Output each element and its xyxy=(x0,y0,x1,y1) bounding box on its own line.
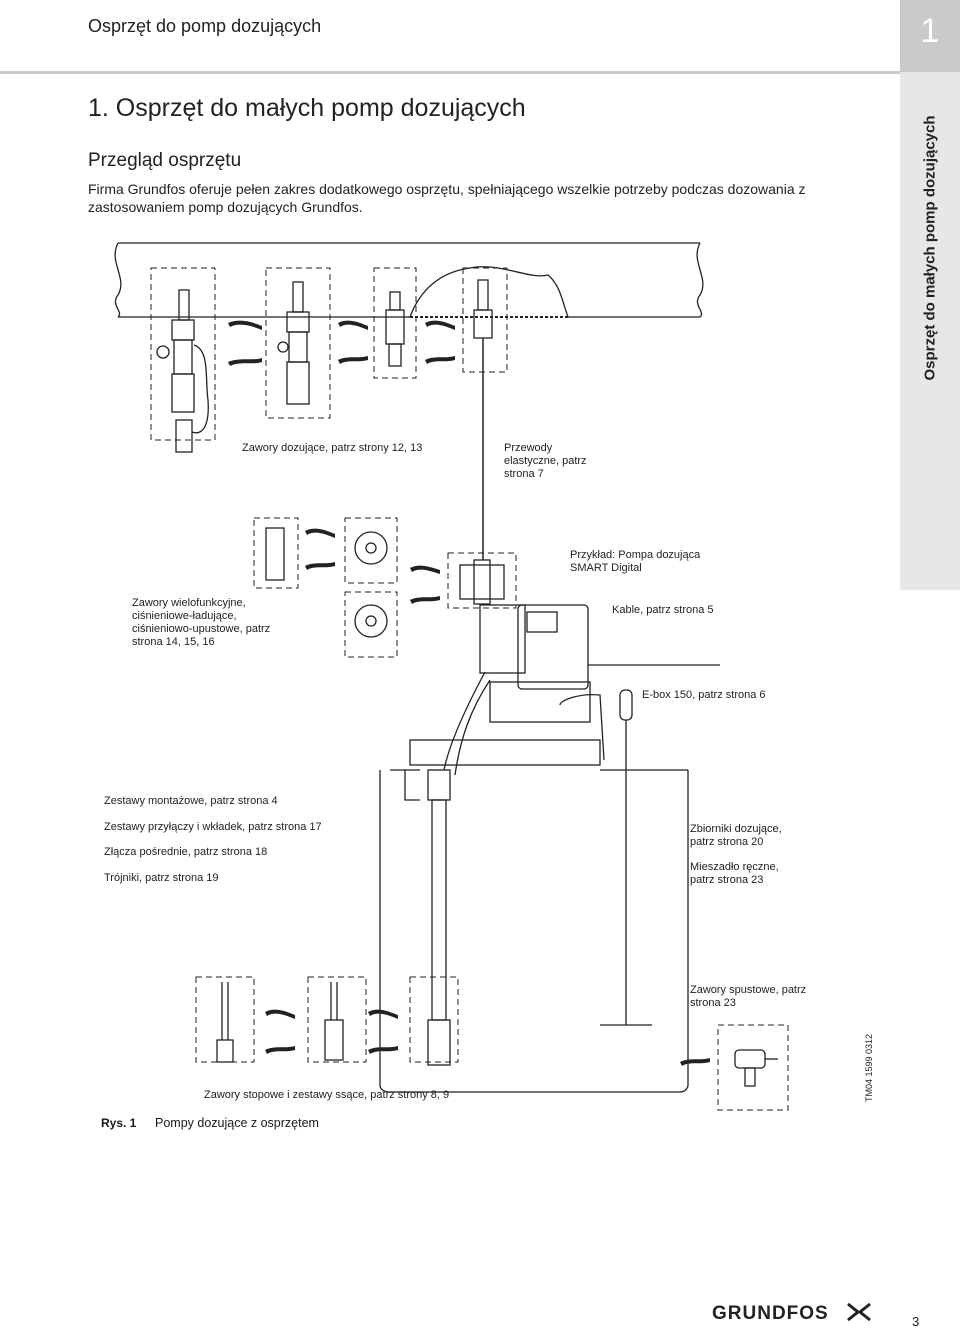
drain-valve xyxy=(734,1049,778,1087)
drawing-code: TM04 1599 0312 xyxy=(864,1033,874,1103)
grundfos-logo: GRUNDFOS xyxy=(712,1303,829,1324)
label-intermediate-connectors: Złącza pośrednie, patrz strona 18 xyxy=(104,846,268,858)
label-mixer: Mieszadło ręczne, patrz strona 23 xyxy=(690,861,779,886)
figure-number: Rys. 1 xyxy=(101,1116,137,1130)
label-multifunction-valves: Zawory wielofunkcyjne, ciśnieniowe-ładuj… xyxy=(132,597,271,648)
intro-paragraph: Firma Grundfos oferuje pełen zakres doda… xyxy=(88,181,806,215)
header-rule xyxy=(0,71,900,74)
dosing-valve-frames xyxy=(150,267,789,1111)
foot-valves xyxy=(216,982,344,1063)
main-pipe xyxy=(114,242,704,318)
page-number: 3 xyxy=(912,1314,920,1329)
multifunction-valves xyxy=(265,527,505,638)
header-title: Osprzęt do pomp dozujących xyxy=(88,16,322,36)
section-subtitle: Przegląd osprzętu xyxy=(88,150,242,171)
label-drain-valves: Zawory spustowe, patrz strona 23 xyxy=(690,984,807,1009)
grundfos-logo-mark-icon xyxy=(847,1302,871,1322)
label-hoses: Przewody elastyczne, patrz strona 7 xyxy=(504,442,587,480)
smart-digital-pump xyxy=(443,604,720,776)
dosing-valve-1 xyxy=(156,289,209,453)
side-band xyxy=(900,72,960,590)
label-foot-valves: Zawory stopowe i zestawy ssące, patrz st… xyxy=(204,1089,450,1101)
label-connection-kits: Zestawy przyłączy i wkładek, patrz stron… xyxy=(104,821,322,833)
dosing-valve-3 xyxy=(385,291,405,367)
chapter-number: 1 xyxy=(920,12,940,50)
dosing-valve-2 xyxy=(277,281,310,405)
label-example-pump: Przykład: Pompa dozująca SMART Digital xyxy=(570,549,701,574)
chapter-tab: 1 xyxy=(900,0,960,72)
label-tees: Trójniki, patrz strona 19 xyxy=(104,872,219,884)
section-title: 1. Osprzęt do małych pomp dozujących xyxy=(88,94,526,122)
label-tanks: Zbiorniki dozujące, patrz strona 20 xyxy=(690,823,782,848)
dosing-valve-4 xyxy=(473,279,493,339)
mixer xyxy=(600,689,652,1026)
label-dosing-valves: Zawory dozujące, patrz strony 12, 13 xyxy=(242,442,423,454)
suction-lance xyxy=(427,769,451,1066)
dosing-tank xyxy=(379,739,689,1093)
arrows xyxy=(228,320,710,1066)
label-cables: Kable, patrz strona 5 xyxy=(612,604,714,616)
label-mounting-kits: Zestawy montażowe, patrz strona 4 xyxy=(104,795,278,807)
label-ebox: E-box 150, patrz strona 6 xyxy=(642,689,766,701)
figure-caption: Pompy dozujące z osprzętem xyxy=(155,1116,319,1130)
